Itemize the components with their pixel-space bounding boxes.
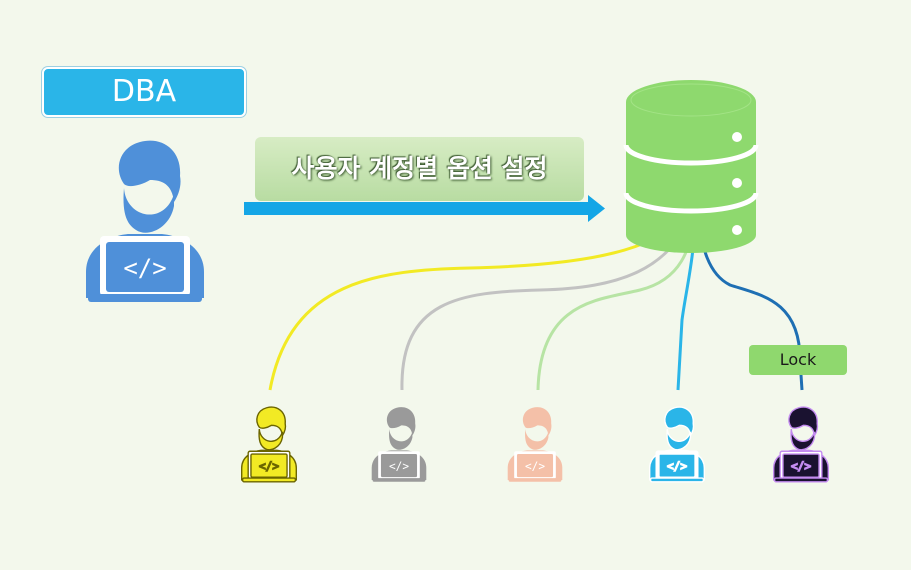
database-icon: [623, 80, 759, 253]
user-gray-icon: [371, 407, 427, 482]
config-arrow-shaft: [244, 202, 590, 215]
user-blue-icon: [648, 406, 706, 483]
config-arrow-head: [588, 195, 605, 222]
account-option-setting-label: 사용자 계정별 옵션 설정: [255, 137, 584, 201]
dba-developer-icon: [86, 140, 204, 302]
user-locked-icon: [772, 406, 830, 483]
user-yellow-icon: [240, 406, 298, 483]
dba-label: DBA: [42, 67, 246, 117]
lock-badge: Lock: [749, 345, 847, 375]
user-peach-icon: [507, 407, 563, 482]
connection-line-gray: [400, 209, 696, 391]
